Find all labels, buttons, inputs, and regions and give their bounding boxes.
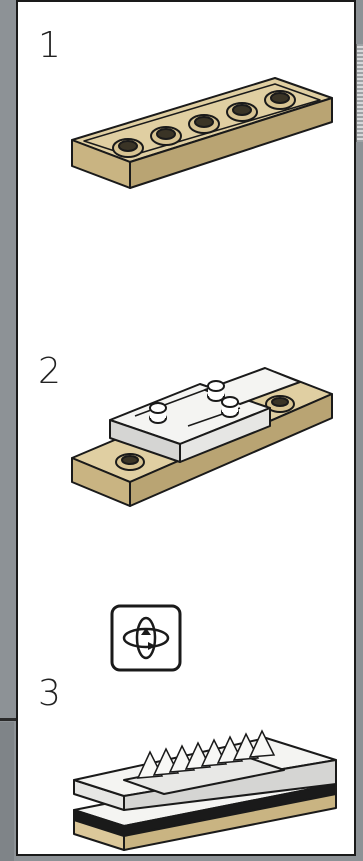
step-number-3: 3 — [38, 676, 61, 712]
step1-plate-illustration — [70, 70, 340, 200]
left-sidebar-strip — [0, 0, 14, 720]
step-number-2: 2 — [38, 354, 61, 390]
rotate-model-icon — [110, 604, 182, 672]
page-edge-tab — [356, 44, 363, 142]
step3-gear-rack-illustration — [66, 680, 346, 850]
left-sidebar-strip-lower — [0, 722, 14, 861]
step-number-1: 1 — [38, 28, 61, 64]
step2-assembly-illustration — [70, 358, 340, 513]
